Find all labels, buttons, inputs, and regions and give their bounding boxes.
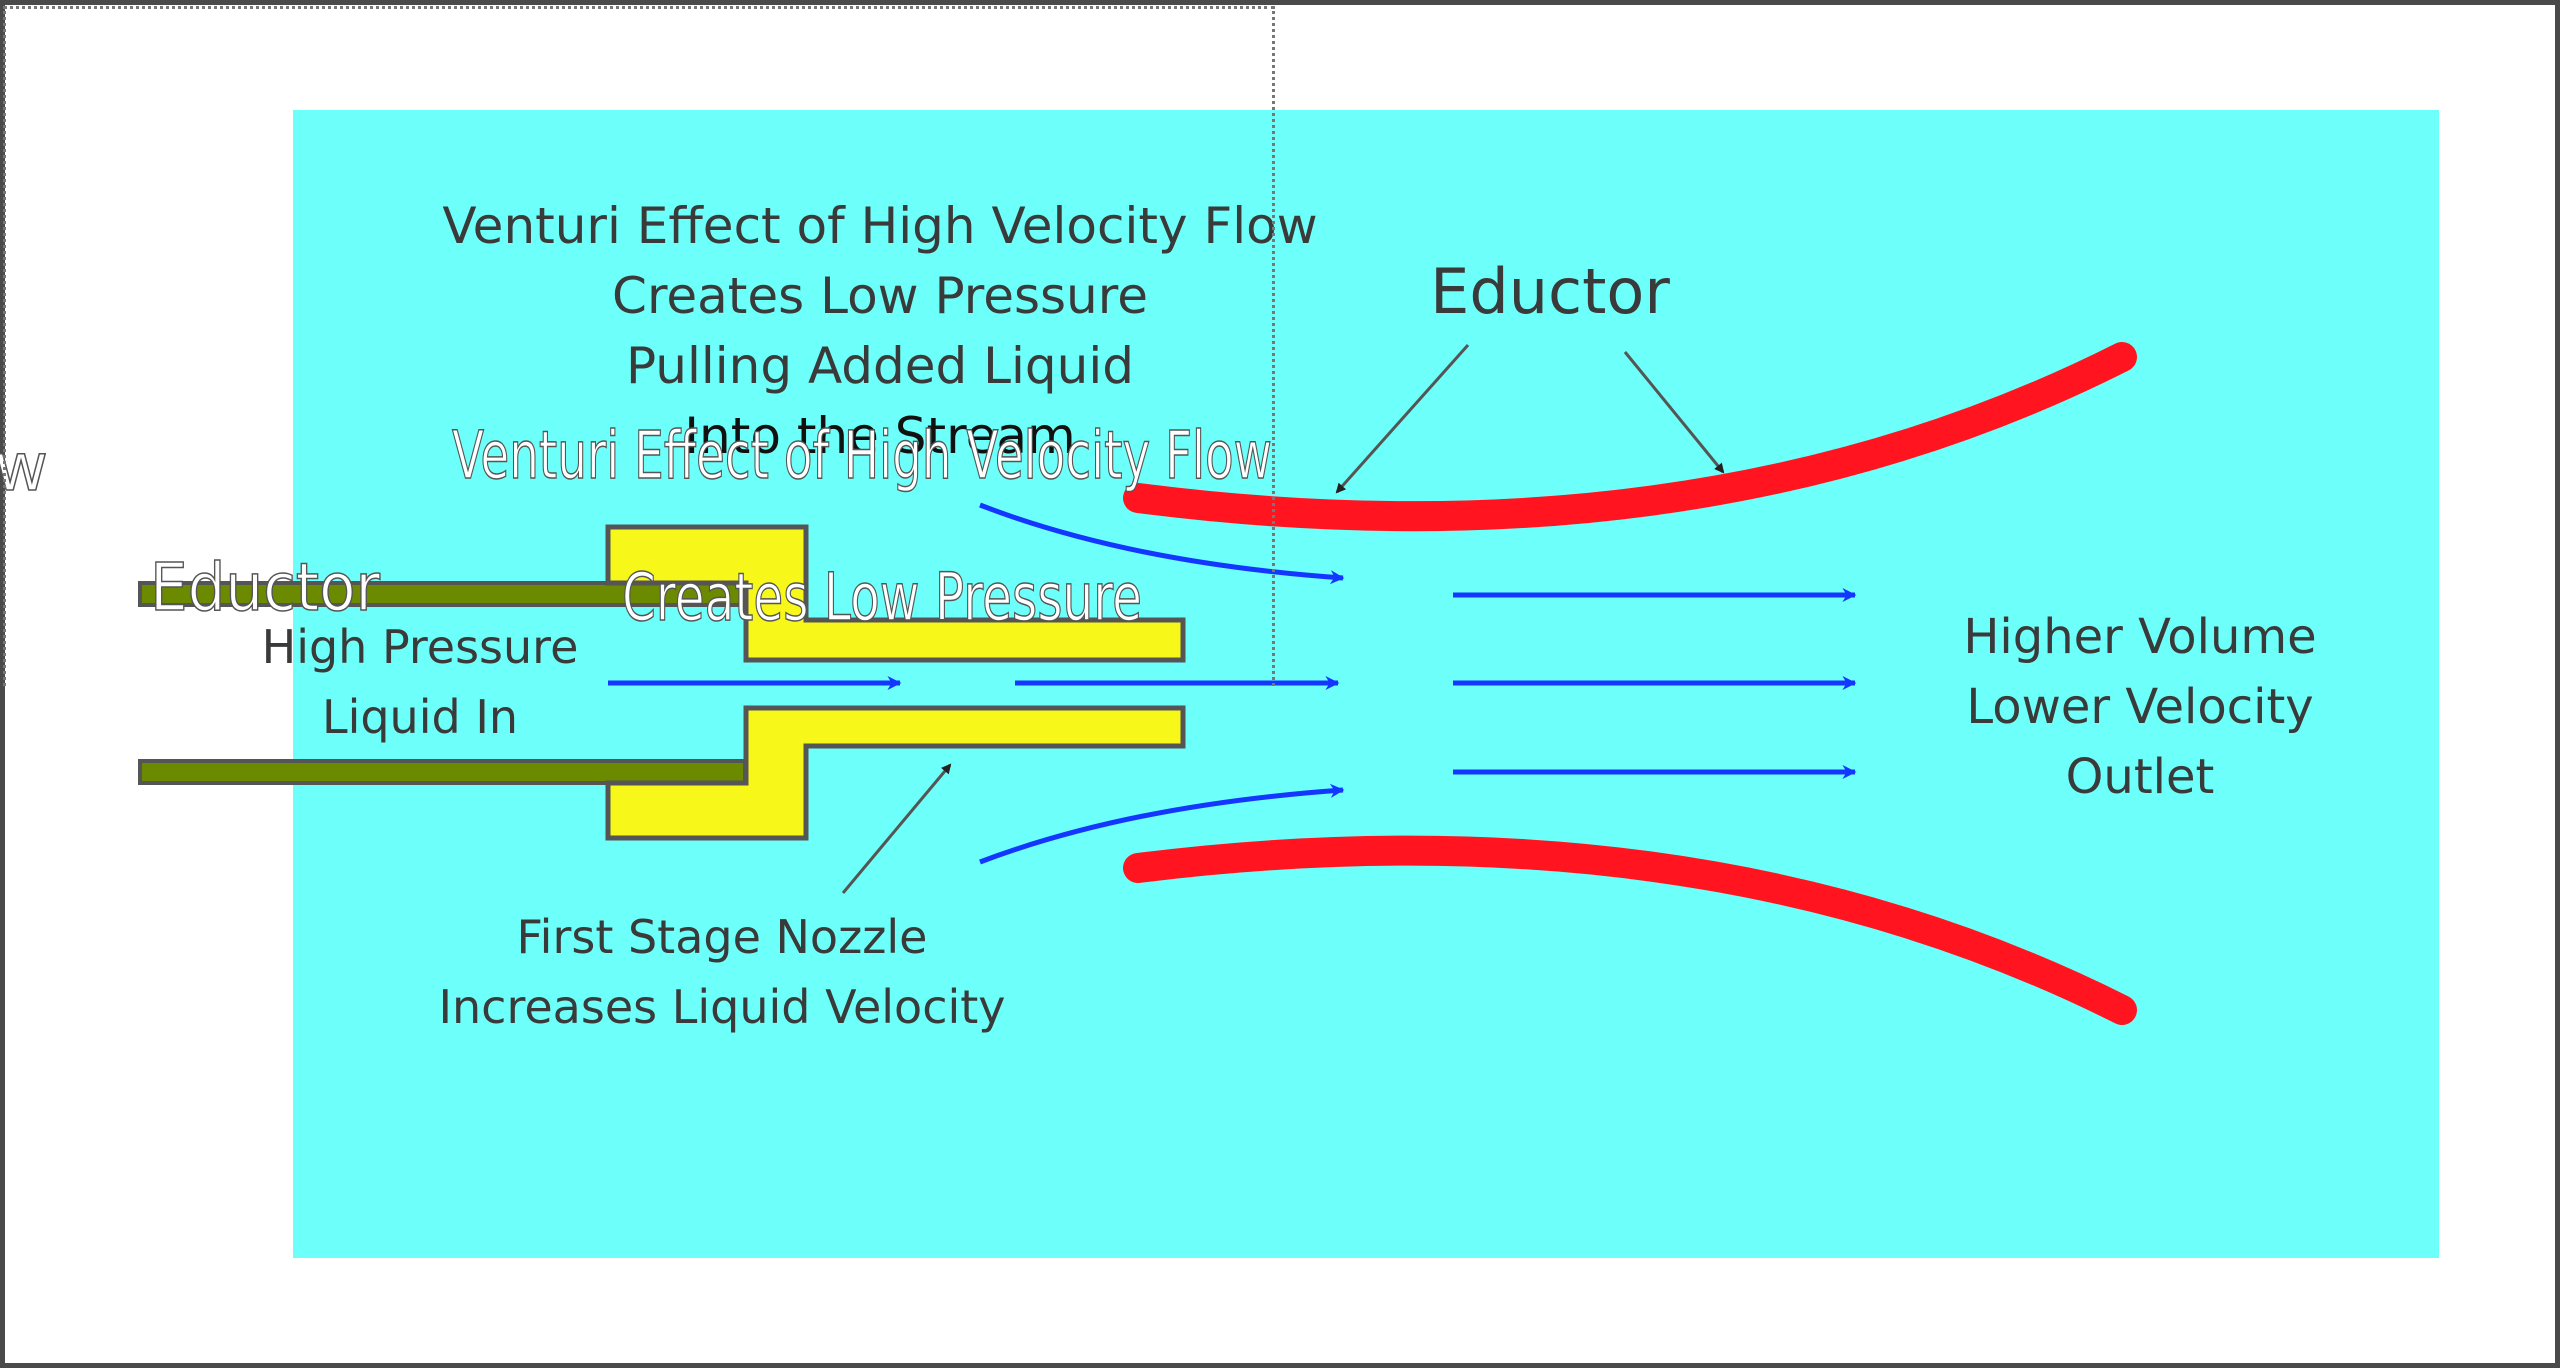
- venturi-label: Venturi Effect of High Velocity Flow Cre…: [442, 197, 1317, 465]
- outlet-label-line-3: Outlet: [2066, 749, 2215, 805]
- nozzle-upper-half: [605, 524, 1186, 663]
- ghost-stray-w: w: [0, 429, 48, 506]
- eductor-leader-left: [1335, 344, 1470, 494]
- nozzle-label-line-2: Increases Liquid Velocity: [438, 980, 1005, 1034]
- flow-arrow-suction-upper: [979, 502, 1345, 585]
- venturi-label-line-4: Into the Stream: [684, 407, 1075, 465]
- eductor-label: Eductor: [1430, 255, 1670, 328]
- ghost-labels: Venturi Effect of High Velocity Flow Edu…: [0, 416, 1273, 637]
- outlet-label-line-2: Lower Velocity: [1966, 679, 2313, 735]
- venturi-label-line-3: Pulling Added Liquid: [626, 337, 1134, 395]
- venturi-label-line-2: Creates Low Pressure: [612, 267, 1148, 325]
- nozzle-leader: [841, 763, 952, 894]
- eductor-upper-wall: [1123, 342, 2137, 532]
- inlet-label-line-1: High Pressure: [262, 620, 579, 674]
- nozzle-lower-half: [605, 705, 1186, 841]
- eductor-lower-wall: [1123, 835, 2137, 1025]
- eductor-leader-right: [1623, 351, 1725, 474]
- venturi-label-line-1: Venturi Effect of High Velocity Flow: [442, 197, 1317, 255]
- outlet-label-line-1: Higher Volume: [1963, 609, 2316, 665]
- nozzle-label-line-1: First Stage Nozzle: [517, 910, 928, 964]
- ghost-venturi-label: Venturi Effect of High Velocity Flow: [452, 417, 1272, 494]
- inlet-label: High Pressure Liquid In: [262, 620, 579, 744]
- inlet-pipe-bottom-wall: [138, 759, 747, 785]
- nozzle-label: First Stage Nozzle Increases Liquid Velo…: [438, 910, 1005, 1034]
- outlet-label: Higher Volume Lower Velocity Outlet: [1963, 609, 2316, 805]
- ghost-eductor-label: Eductor: [150, 549, 381, 626]
- flow-arrow-suction-lower: [979, 783, 1345, 865]
- ghost-low-pressure-label: Creates Low Pressure: [622, 559, 1142, 636]
- inlet-label-line-2: Liquid In: [322, 690, 518, 744]
